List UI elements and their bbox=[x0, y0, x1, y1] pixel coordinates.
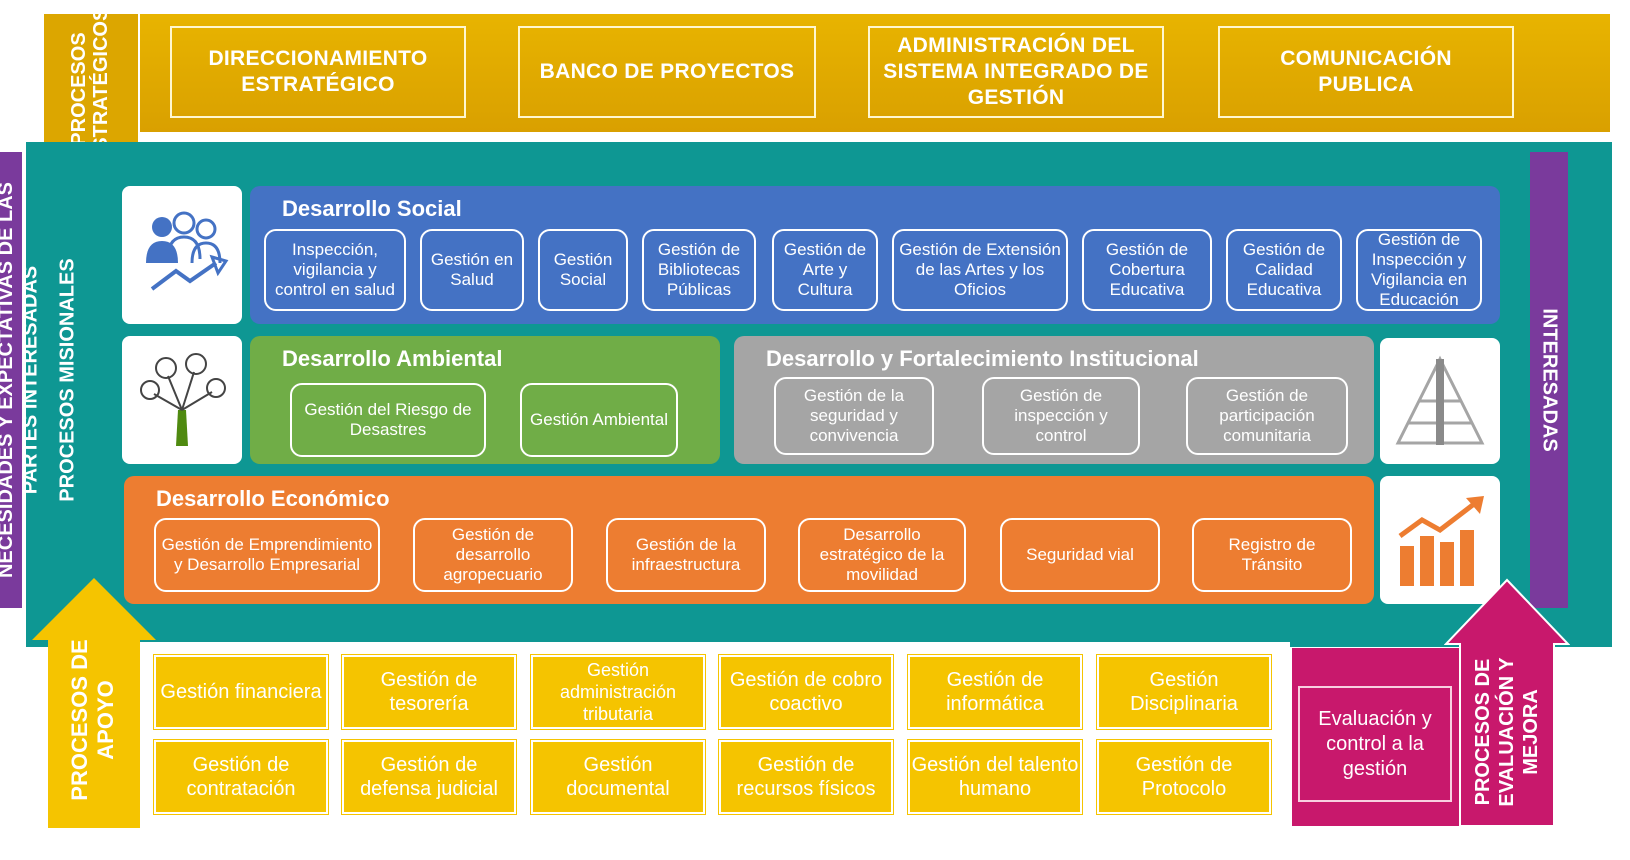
institucional-panel bbox=[734, 336, 1374, 464]
strategic-box-sistema-integrado[interactable]: ADMINISTRACIÓN DEL SISTEMA INTEGRADO DE … bbox=[868, 26, 1164, 118]
right-stakeholder-label: INTERESADAS bbox=[1538, 308, 1561, 452]
pyramid-icon bbox=[1380, 338, 1500, 464]
institucional-title: Desarrollo y Fortalecimiento Institucion… bbox=[766, 346, 1199, 371]
social-item-artes-oficios[interactable]: Gestión de Extensión de las Artes y los … bbox=[892, 229, 1068, 311]
institucional-item-inspeccion[interactable]: Gestión de inspección y control bbox=[982, 377, 1140, 455]
evaluation-arrow bbox=[1444, 578, 1570, 827]
support-defensa-judicial[interactable]: Gestión de defensa judicial bbox=[341, 739, 517, 815]
support-informatica[interactable]: Gestión de informática bbox=[907, 654, 1083, 730]
social-item-calidad[interactable]: Gestión de Calidad Educativa bbox=[1226, 229, 1342, 311]
social-people-icon bbox=[122, 186, 242, 324]
support-documental[interactable]: Gestión documental bbox=[530, 739, 706, 815]
support-label: PROCESOS DE APOYO bbox=[67, 639, 118, 801]
strategic-box-comunicacion[interactable]: COMUNICACIÓN PUBLICA bbox=[1218, 26, 1514, 118]
social-item-social[interactable]: Gestión Social bbox=[538, 229, 628, 311]
evaluation-box[interactable]: Evaluación y control a la gestión bbox=[1298, 686, 1452, 802]
economico-item-emprendimiento[interactable]: Gestión de Emprendimiento y Desarrollo E… bbox=[154, 518, 380, 592]
social-item-cobertura[interactable]: Gestión de Cobertura Educativa bbox=[1082, 229, 1212, 311]
support-arrow bbox=[32, 578, 156, 828]
support-cobro-coactivo[interactable]: Gestión de cobro coactivo bbox=[718, 654, 894, 730]
strategic-processes-bar bbox=[140, 14, 1610, 132]
economico-item-infraestructura[interactable]: Gestión de la infraestructura bbox=[606, 518, 766, 592]
social-item-bibliotecas[interactable]: Gestión de Bibliotecas Públicas bbox=[642, 229, 756, 311]
strategic-box-direccionamiento[interactable]: DIRECCIONAMIENTO ESTRATÉGICO bbox=[170, 26, 466, 118]
social-item-salud[interactable]: Gestión en Salud bbox=[420, 229, 524, 311]
support-protocolo[interactable]: Gestión de Protocolo bbox=[1096, 739, 1272, 815]
support-recursos-fisicos[interactable]: Gestión de recursos físicos bbox=[718, 739, 894, 815]
evaluation-area bbox=[1292, 648, 1462, 826]
economico-item-movilidad[interactable]: Desarrollo estratégico de la movilidad bbox=[798, 518, 966, 592]
support-tributaria[interactable]: Gestión administración tributaria bbox=[530, 654, 706, 730]
economico-panel bbox=[124, 476, 1374, 604]
support-talento-humano[interactable]: Gestión del talento humano bbox=[907, 739, 1083, 815]
support-tesoreria[interactable]: Gestión de tesorería bbox=[341, 654, 517, 730]
growth-chart-icon bbox=[1380, 476, 1500, 604]
right-stakeholder-bar bbox=[1530, 152, 1568, 608]
social-item-inspeccion-educacion[interactable]: Gestión de Inspección y Vigilancia en Ed… bbox=[1356, 229, 1482, 311]
left-stakeholder-bar bbox=[0, 152, 22, 608]
support-disciplinaria[interactable]: Gestión Disciplinaria bbox=[1096, 654, 1272, 730]
ambiental-item-riesgo[interactable]: Gestión del Riesgo de Desastres bbox=[290, 383, 486, 457]
social-item-ivc-salud[interactable]: Inspección, vigilancia y control en salu… bbox=[264, 229, 406, 311]
evaluation-label: PROCESOS DE EVALUACIÓN Y MEJORA bbox=[1472, 657, 1542, 807]
support-contratacion[interactable]: Gestión de contratación bbox=[153, 739, 329, 815]
institucional-item-seguridad[interactable]: Gestión de la seguridad y convivencia bbox=[774, 377, 934, 455]
misional-label: PROCESOS MISIONALES bbox=[56, 258, 79, 502]
support-financiera[interactable]: Gestión financiera bbox=[153, 654, 329, 730]
ambiental-item-ambiental[interactable]: Gestión Ambiental bbox=[520, 383, 678, 457]
economico-item-seguridad-vial[interactable]: Seguridad vial bbox=[1000, 518, 1160, 592]
economico-item-agropecuario[interactable]: Gestión de desarrollo agropecuario bbox=[413, 518, 573, 592]
economico-item-transito[interactable]: Registro de Tránsito bbox=[1192, 518, 1352, 592]
social-title: Desarrollo Social bbox=[282, 196, 462, 221]
ambiental-title: Desarrollo Ambiental bbox=[282, 346, 503, 371]
ambiental-tree-icon bbox=[122, 336, 242, 464]
institucional-item-participacion[interactable]: Gestión de participación comunitaria bbox=[1186, 377, 1348, 455]
social-item-arte-cultura[interactable]: Gestión de Arte y Cultura bbox=[772, 229, 878, 311]
strategic-box-banco-proyectos[interactable]: BANCO DE PROYECTOS bbox=[518, 26, 816, 118]
economico-title: Desarrollo Económico bbox=[156, 486, 390, 511]
